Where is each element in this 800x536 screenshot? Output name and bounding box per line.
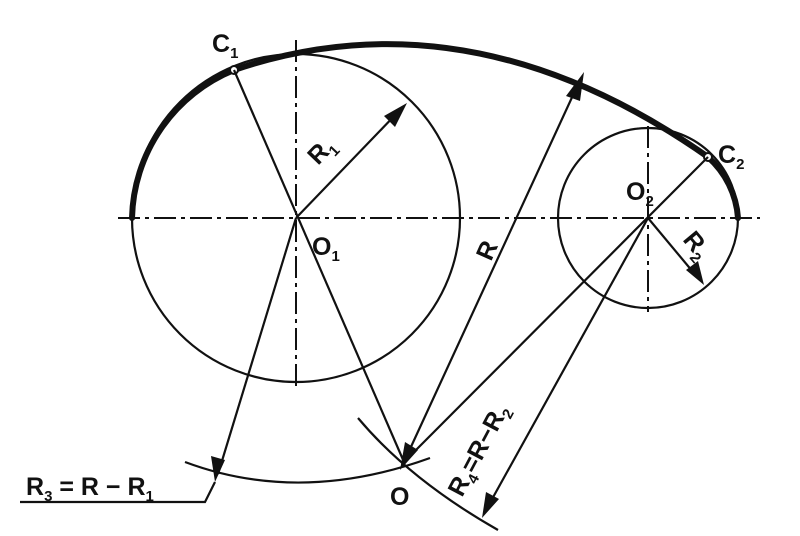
label-r2: R2 [674, 226, 715, 267]
label-c1: C1 [212, 30, 238, 62]
radius-r-arrowhead-bottom [400, 442, 418, 470]
radius-r-line [403, 79, 581, 463]
radius-r3-line [216, 217, 298, 475]
radius-r1-arrowhead [384, 103, 407, 127]
tangent-arc-radius-r [231, 41, 711, 160]
radius-r3-leader [20, 481, 216, 504]
circle-o1-outline-arc [129, 67, 237, 221]
auxiliary-arc-r4 [357, 417, 499, 531]
circle-o2-outline-arc [705, 154, 741, 221]
label-o: O [390, 483, 409, 511]
label-c2: C2 [718, 141, 744, 173]
label-r1: R1 [302, 132, 343, 173]
label-r4-formula: R4=R−R2 [443, 399, 518, 502]
radius-r-arrowhead-top [566, 72, 584, 101]
label-o1: O1 [312, 233, 340, 265]
radius-r1-line [295, 109, 401, 219]
radius-r2-arrowhead [686, 261, 704, 285]
radius-r4-arrowhead [482, 492, 499, 518]
line-c2-o2-o [403, 156, 709, 463]
radius-r3-arrowhead [211, 456, 225, 482]
label-r: R [471, 237, 504, 265]
radius-r4-line [485, 217, 649, 511]
line-c1-o1-o [232, 69, 406, 463]
label-r3-formula: R3 = R − R1 [26, 473, 154, 505]
label-o2: O2 [626, 178, 654, 210]
